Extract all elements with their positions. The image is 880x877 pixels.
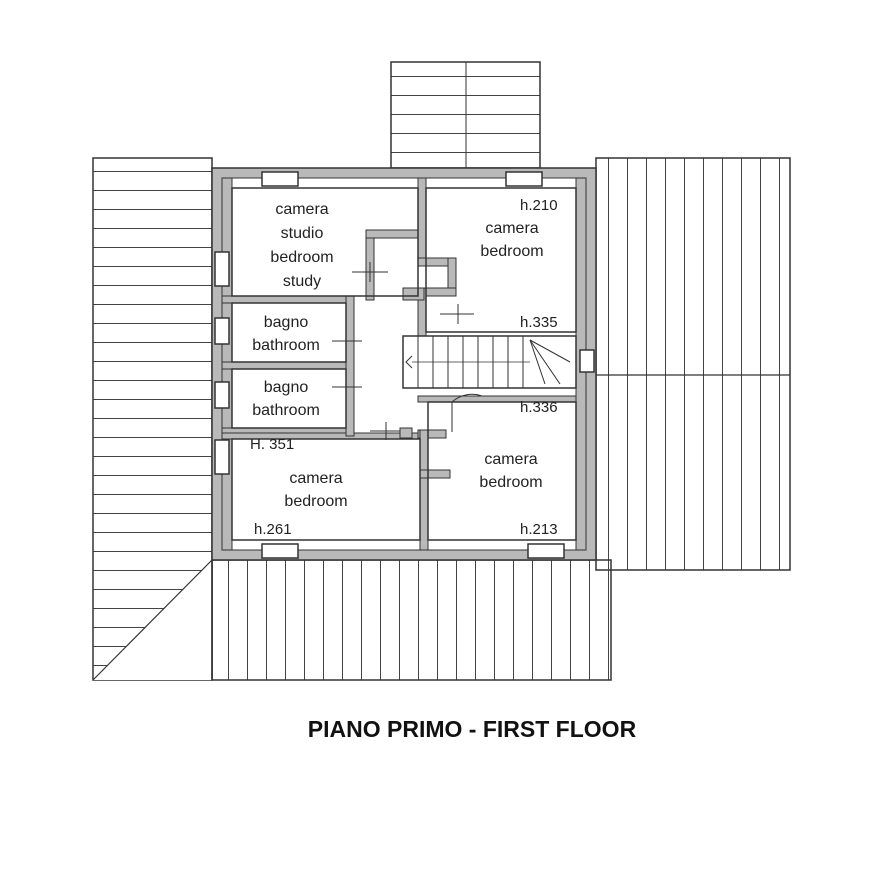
window: [214, 439, 230, 475]
roof-right: [595, 157, 791, 571]
door-swing: [451, 393, 483, 432]
section-marks: [332, 262, 474, 440]
room-label: camera: [289, 470, 342, 487]
room-label: bedroom: [284, 493, 347, 510]
label-bathroom-2: bagno bathroom: [252, 379, 320, 419]
room-label: bathroom: [252, 337, 320, 354]
room-label: bedroom: [479, 474, 542, 491]
height-label: h.336: [520, 399, 558, 416]
label-bedroom-ne: h.210 camera bedroom h.335: [480, 197, 557, 331]
room-label: camera: [275, 201, 328, 218]
room-label: study: [283, 273, 321, 290]
height-label: h.210: [520, 197, 558, 214]
window: [579, 349, 595, 373]
height-label: h.213: [520, 521, 558, 538]
room-bathroom-2: [231, 368, 347, 429]
room-bedroom-se: [427, 401, 577, 541]
staircase: [402, 335, 577, 389]
window: [214, 251, 230, 287]
room-label: bagno: [264, 314, 309, 331]
room-label: bedroom: [480, 243, 543, 260]
windows: [214, 171, 595, 559]
room-study: [231, 187, 419, 297]
window: [505, 171, 543, 187]
room-label: bedroom: [270, 249, 333, 266]
room-label: camera: [484, 451, 537, 468]
room-label: studio: [281, 225, 324, 242]
roof-left: [92, 157, 213, 681]
room-label: camera: [485, 220, 538, 237]
window: [214, 381, 230, 409]
window: [527, 543, 565, 559]
label-study: camera studio bedroom study: [270, 201, 333, 290]
room-label: bathroom: [252, 402, 320, 419]
label-bedroom-se: h.336 camera bedroom h.213: [479, 399, 557, 538]
room-bedroom-sw: [231, 438, 421, 541]
roof-top: [390, 61, 541, 169]
room-label: bagno: [264, 379, 309, 396]
window: [214, 317, 230, 345]
height-label: H. 351: [250, 436, 294, 453]
height-label: h.261: [254, 521, 292, 538]
window: [261, 171, 299, 187]
label-bedroom-sw: H. 351 camera bedroom h.261: [250, 436, 348, 538]
height-label: h.335: [520, 314, 558, 331]
plan-title: PIANO PRIMO - FIRST FLOOR: [308, 716, 637, 742]
window: [261, 543, 299, 559]
label-bathroom-1: bagno bathroom: [252, 314, 320, 354]
room-bedroom-ne: [425, 187, 577, 333]
roof-bottom: [211, 559, 612, 681]
